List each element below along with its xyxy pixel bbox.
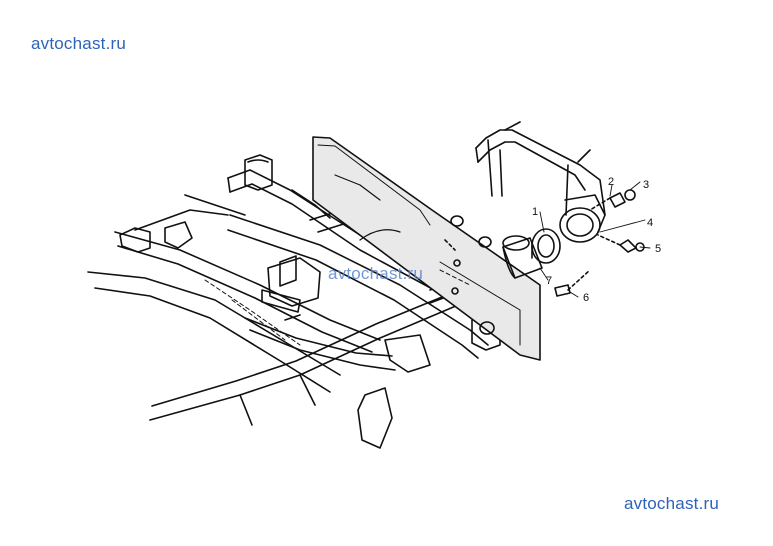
mounting-plate (312, 136, 541, 361)
rubber-bushings (450, 215, 495, 335)
part-7-bushing (502, 235, 543, 279)
callout-6: 6 (583, 292, 589, 304)
callout-1: 1 (532, 206, 538, 218)
engine-mount-bracket (261, 255, 321, 321)
left-frame-rail (87, 231, 381, 393)
callout-7: 7 (546, 275, 552, 287)
bracket-left (119, 221, 431, 449)
right-frame-rail (149, 287, 471, 426)
callout-2: 2 (608, 176, 614, 188)
callout-3: 3 (643, 179, 649, 191)
part-1-sleeve (531, 228, 561, 264)
upper-bracket-arm (475, 121, 606, 243)
callout-5: 5 (655, 243, 661, 255)
callout-4: 4 (647, 217, 653, 229)
assembly-guides (204, 269, 471, 346)
crossmember (134, 194, 489, 371)
watermark-bottom-right: avtochast.ru (624, 494, 720, 513)
watermark-center: avtochast.ru (328, 264, 424, 283)
watermark-top-left: avtochast.ru (31, 34, 127, 53)
leader-lines (539, 181, 651, 298)
